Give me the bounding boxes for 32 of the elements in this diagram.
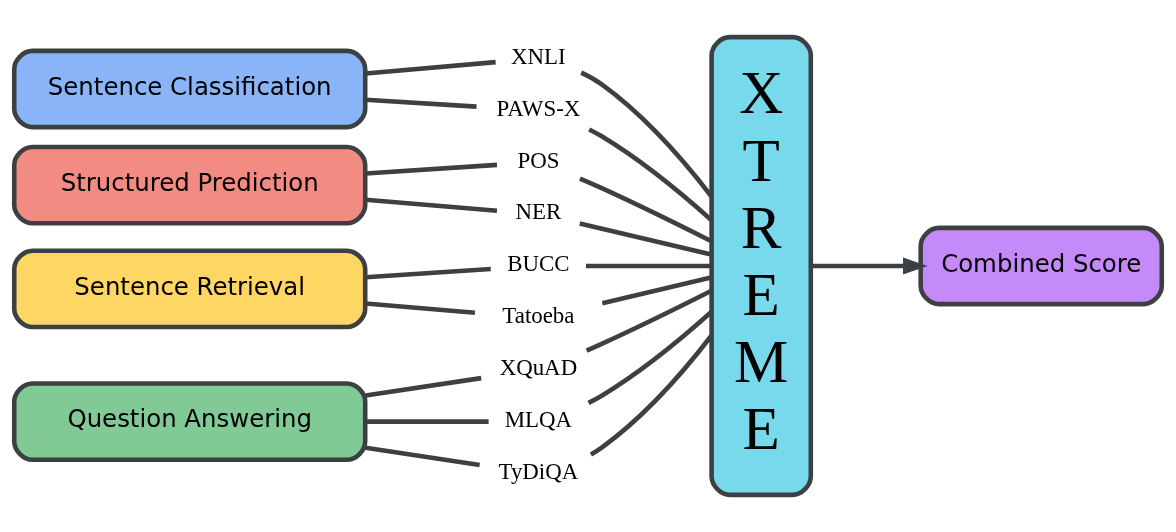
node-text: Tatoeba [502, 303, 575, 329]
node-text: PAWS-X [496, 95, 581, 121]
connector [365, 375, 482, 398]
connector [365, 162, 498, 176]
connector [365, 59, 496, 76]
arrow [810, 257, 928, 275]
connector [365, 266, 491, 280]
connector [365, 301, 476, 315]
node-box: Structured Prediction [11, 144, 368, 226]
connector [579, 221, 712, 257]
node-box: Question Answering [11, 381, 368, 463]
connector [586, 263, 712, 269]
connector [587, 310, 713, 405]
node-box: Combined Score [918, 225, 1165, 307]
connector [585, 288, 712, 353]
node-text: NER [515, 199, 562, 225]
node-box: Sentence Classification [11, 48, 368, 130]
node-text: BUCC [507, 251, 570, 277]
connector [579, 176, 712, 244]
node-text: XNLI [511, 43, 566, 69]
node-text: TyDiQA [498, 458, 579, 484]
connector [365, 97, 477, 109]
node-text: MLQA [504, 406, 573, 432]
node-text: POS [517, 147, 560, 173]
connector [365, 197, 498, 214]
connector [365, 419, 489, 424]
node-box: XTREME [709, 34, 814, 498]
node-text: XQuAD [499, 355, 578, 381]
connector [601, 275, 712, 306]
connector [588, 127, 713, 222]
connector [365, 445, 480, 468]
node-box: Sentence Retrieval [11, 248, 368, 330]
